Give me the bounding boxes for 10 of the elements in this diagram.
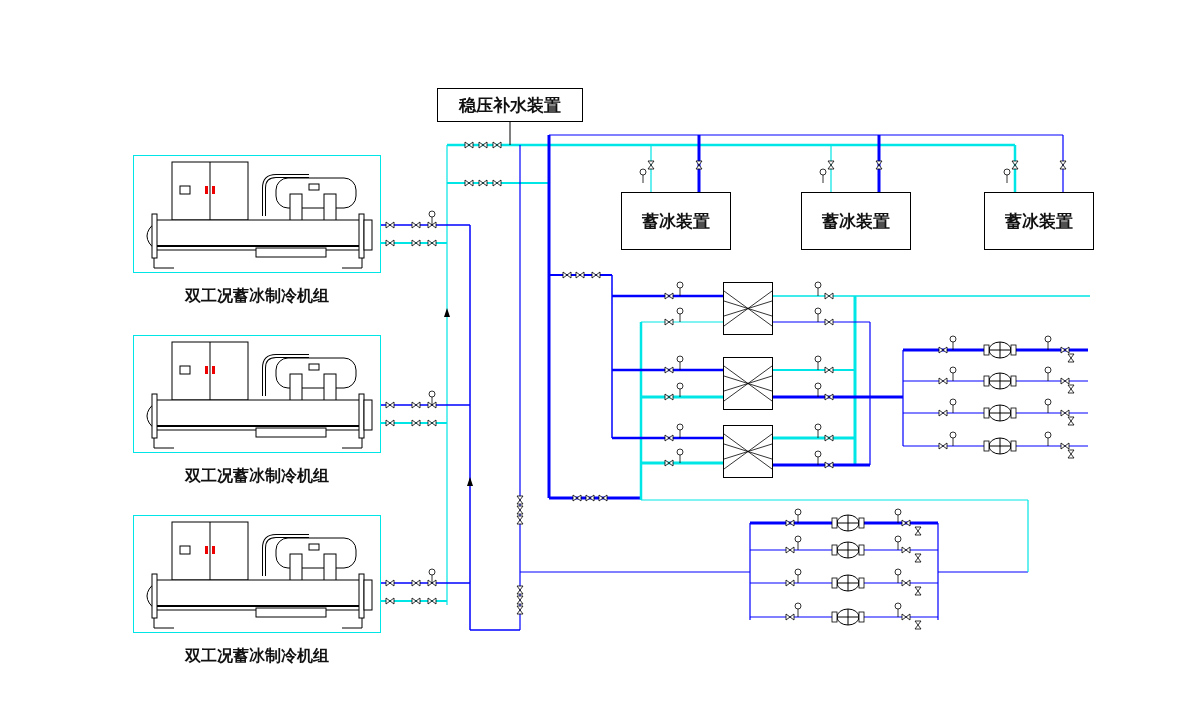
ice-storage-box: 蓄冰装置 [984,192,1094,250]
heat-exchanger [723,425,773,478]
unit-label: 双工况蓄冰制冷机组 [183,286,330,307]
heat-exchanger [723,282,773,335]
unit-label: 双工况蓄冰制冷机组 [183,646,330,667]
device-box: 稳压补水装置 [437,88,583,122]
heat-exchanger [723,357,773,410]
unit-label: 双工况蓄冰制冷机组 [183,466,330,487]
ice-storage-box: 蓄冰装置 [621,192,731,250]
ice-storage-box: 蓄冰装置 [801,192,911,250]
